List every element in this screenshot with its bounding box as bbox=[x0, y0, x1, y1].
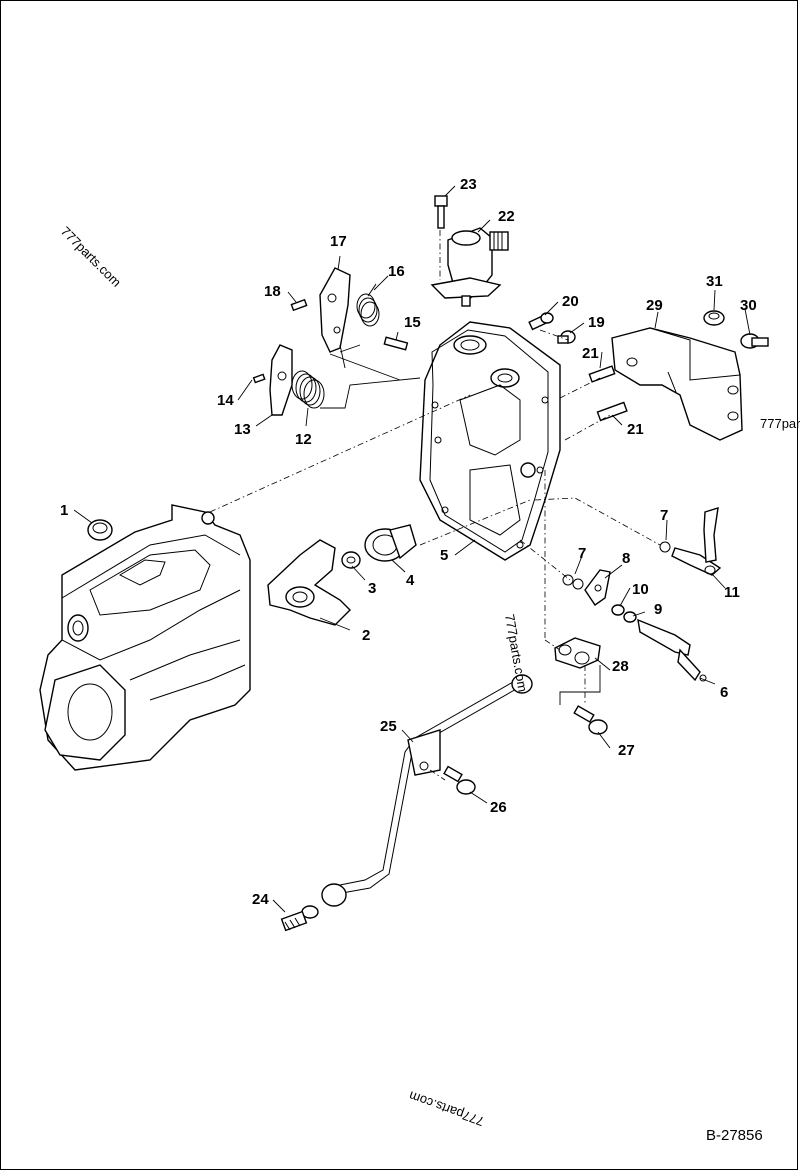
bolt-part-20 bbox=[528, 312, 554, 331]
callout-17: 17 bbox=[330, 233, 347, 250]
bolt-part-26 bbox=[443, 765, 476, 795]
callout-8: 8 bbox=[622, 550, 630, 567]
oring-part-7a bbox=[659, 541, 671, 553]
callouts: 1 2 3 4 5 6 7 7 8 9 10 11 12 13 14 15 16… bbox=[60, 176, 757, 908]
callout-11: 11 bbox=[724, 584, 740, 601]
solenoid-part-22 bbox=[430, 227, 509, 307]
watermark-top-left: 777parts.com bbox=[58, 224, 124, 290]
bracket-part-29 bbox=[611, 327, 743, 441]
pin-part-15 bbox=[383, 336, 409, 351]
pin-part-18 bbox=[290, 298, 308, 312]
assembly-center-lines bbox=[209, 230, 661, 781]
stud-part-21b bbox=[596, 401, 628, 422]
callout-21a: 21 bbox=[582, 345, 599, 362]
bolt-part-27 bbox=[573, 705, 608, 735]
spring-part-16 bbox=[356, 283, 380, 327]
watermark-bottom: 777parts.com bbox=[407, 1088, 486, 1129]
callout-24: 24 bbox=[252, 891, 269, 908]
leader-lines bbox=[73, 185, 751, 913]
sleeve-part-4 bbox=[364, 524, 417, 562]
figure-id: B-27856 bbox=[706, 1127, 763, 1144]
callout-20: 20 bbox=[562, 293, 579, 310]
nut-part-31 bbox=[703, 310, 725, 326]
bolt-part-23 bbox=[434, 195, 448, 229]
callout-13: 13 bbox=[234, 421, 251, 438]
flyweight-part-2 bbox=[267, 539, 351, 626]
nut-part-3 bbox=[341, 551, 361, 569]
callout-18: 18 bbox=[264, 283, 281, 300]
fitting-part-24 bbox=[280, 905, 319, 932]
callout-30: 30 bbox=[740, 297, 757, 314]
callout-12: 12 bbox=[295, 431, 312, 448]
callout-21b: 21 bbox=[627, 421, 644, 438]
callout-25: 25 bbox=[380, 718, 397, 735]
callout-7b: 7 bbox=[578, 545, 586, 562]
cap-part-1 bbox=[87, 519, 113, 541]
callout-4: 4 bbox=[406, 572, 415, 589]
callout-9: 9 bbox=[654, 601, 662, 618]
stud-part-21a bbox=[588, 365, 616, 383]
shaft-part-6 bbox=[637, 618, 707, 682]
callout-5: 5 bbox=[440, 547, 448, 564]
oring-part-7b bbox=[562, 574, 584, 590]
washer-part-10 bbox=[611, 604, 625, 616]
callout-6: 6 bbox=[720, 684, 728, 701]
bracket-part-28 bbox=[554, 637, 601, 669]
callout-1: 1 bbox=[60, 502, 68, 519]
spring-part-12 bbox=[291, 370, 325, 409]
bolt-part-19 bbox=[557, 330, 576, 344]
callout-7a: 7 bbox=[660, 507, 668, 524]
callout-14: 14 bbox=[217, 392, 234, 409]
governor-housing bbox=[419, 321, 561, 561]
callout-3: 3 bbox=[368, 580, 376, 597]
callout-28: 28 bbox=[612, 658, 629, 675]
watermark-center: 777parts.com bbox=[502, 613, 530, 693]
rod-part-25 bbox=[321, 674, 533, 907]
engine-block bbox=[39, 504, 251, 771]
callout-26: 26 bbox=[490, 799, 507, 816]
callout-23: 23 bbox=[460, 176, 477, 193]
callout-22: 22 bbox=[498, 208, 515, 225]
lever-part-13 bbox=[269, 344, 293, 416]
plate-part-8 bbox=[584, 569, 611, 606]
callout-19: 19 bbox=[588, 314, 605, 331]
callout-16: 16 bbox=[388, 263, 405, 280]
lever-part-17 bbox=[319, 267, 351, 353]
callout-2: 2 bbox=[362, 627, 370, 644]
washer-part-9 bbox=[623, 611, 637, 623]
bolt-part-30 bbox=[740, 333, 769, 349]
callout-15: 15 bbox=[404, 314, 421, 331]
callout-27: 27 bbox=[618, 742, 635, 759]
callout-31: 31 bbox=[706, 273, 723, 290]
pin-part-14 bbox=[252, 373, 266, 384]
callout-29: 29 bbox=[646, 297, 663, 314]
lever-part-11 bbox=[671, 507, 722, 576]
watermark-right: 777par bbox=[760, 416, 800, 431]
callout-10: 10 bbox=[632, 581, 649, 598]
